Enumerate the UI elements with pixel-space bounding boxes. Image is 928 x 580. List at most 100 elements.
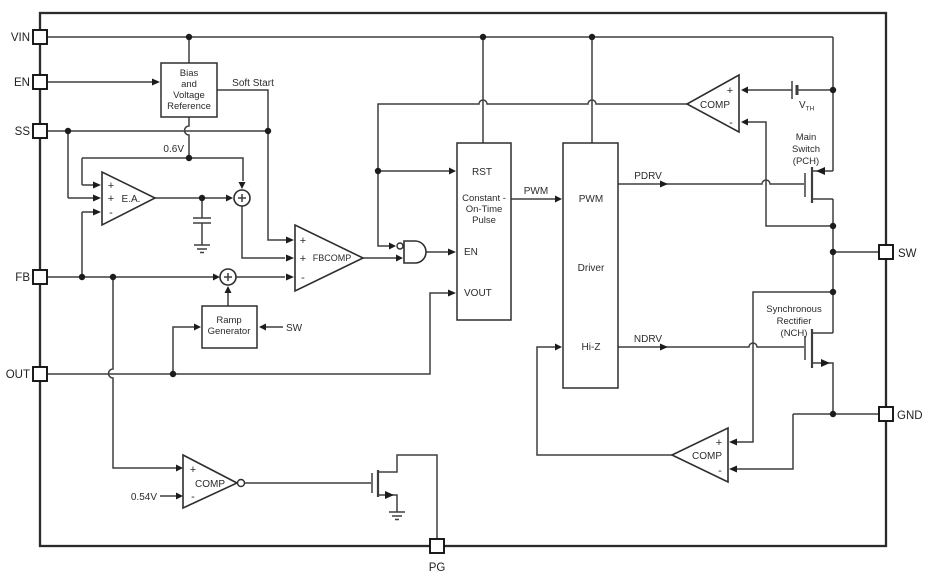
arrow-hiz [555,343,562,351]
pin-pad-pg [429,538,445,554]
sync-rect-label2: Rectifier [777,316,812,327]
summing-junction-2-plus [224,273,232,281]
wire-oc-comp-out [377,99,687,247]
bias-line4: Reference [167,101,211,112]
pin-pad-vin [32,29,48,45]
soft-start-label: Soft Start [232,78,274,89]
vref-label: 0.6V [163,144,184,155]
arrow-nch-source [821,359,830,367]
arrow-rst [449,167,456,175]
cot-rst-label: RST [472,167,492,178]
arrow-sum2-left [213,273,220,281]
arrow-ea-plus2 [93,194,101,202]
arrow-pg-plus [176,464,183,472]
summing-junction-1-plus [238,194,246,202]
main-switch-label3: (PCH) [793,156,819,167]
arrow-cot-vout [448,289,456,297]
wire-pg-fet [378,454,438,539]
arrow-fbcomp-plus1 [286,236,294,244]
wire-vref [81,117,244,186]
arrow-fbcomp-plus2 [286,254,294,262]
main-switch-label1: Main [796,132,817,143]
pin-label-pg: PG [429,562,446,574]
arrow-and-bottom [396,254,403,262]
oc-comparator-label: COMP [700,100,730,111]
main-switch-pch [804,167,814,203]
sync-rect-label3: (NCH) [781,328,808,339]
cot-title1: Constant - [462,193,506,204]
arrow-pgfet-source [385,491,394,499]
pin-label-vin: VIN [11,32,30,44]
cot-en-label: EN [464,247,478,258]
pin-pad-sw [878,244,894,260]
bias-reference-block [160,62,218,118]
wire-sum1-out [241,206,285,259]
arrow-oc-minus [741,118,748,126]
cot-vout-label: VOUT [464,288,492,299]
sync-rect-label1: Synchronous [766,304,822,315]
wire-zc-minus [737,414,794,470]
wire-oc-minus [748,121,833,227]
arrow-pch-source [816,167,825,175]
ramp-line2: Generator [208,326,251,337]
wire-ea-output-cap [155,197,226,254]
arrow-sum2-bottom [224,286,232,293]
arrow-cot-en [448,248,456,256]
arrow-en-bias [152,78,160,86]
ea-plus1-sign: + [108,180,114,192]
zc-plus-sign: + [716,437,722,449]
wire-vin-net [47,36,834,171]
pin-label-en: EN [14,77,30,89]
and-gate [403,240,427,264]
arrow-ndrv [660,343,668,351]
pg-comparator-triangle [182,453,239,510]
arrow-zc-plus [729,438,737,446]
pin-pad-en [32,74,48,90]
wire-out-net [47,292,448,375]
oc-minus-sign: - [729,117,733,129]
fbcomp-minus-sign: - [301,272,305,284]
pg-plus-sign: + [190,464,196,476]
wire-zc-out [536,346,672,456]
pwm-driver-block [562,142,619,389]
pin-label-gnd: GND [897,410,923,422]
pwm-signal-label: PWM [524,186,548,197]
pg-comparator-label: COMP [195,479,225,490]
pin-label-fb: FB [15,272,30,284]
wiring [47,36,879,539]
error-amp-triangle [101,170,157,227]
constant-on-time-block [456,142,512,321]
vth-label: VTH [799,100,815,113]
ramp-generator-block [201,305,258,349]
bias-line2: and [181,79,197,90]
arrow-ea-plus1 [93,181,101,189]
bias-line1: Bias [180,68,199,79]
pin-pad-out [32,366,48,382]
arrow-sum1-left [226,194,233,202]
pg-threshold-label: 0.54V [131,492,157,503]
arrow-zc-minus [729,465,737,473]
main-switch-label2: Switch [792,144,820,155]
wire-nch-source [812,362,834,414]
arrow-ea-minus [93,208,101,216]
arrow-pg-minus [176,492,183,500]
pin-pad-ss [32,123,48,139]
pin-pad-gnd [878,406,894,422]
wire-soft-start [217,89,286,241]
and-gate-input-bubble [396,242,404,250]
pin-pad-fb [32,269,48,285]
pg-comparator-bubble [236,478,246,488]
pin-label-sw: SW [898,248,917,260]
error-amp-label: E.A. [122,194,141,205]
oc-plus-sign: + [727,85,733,97]
pdrv-label: PDRV [634,171,662,182]
pg-output-fet [371,470,380,497]
sync-rectifier-nch [804,329,814,368]
zc-minus-sign: - [718,465,722,477]
wire-fb-net [47,211,213,469]
wire-ss [47,130,268,199]
driver-hiz-label: Hi-Z [582,342,601,353]
arrow-pdrv [660,180,668,188]
